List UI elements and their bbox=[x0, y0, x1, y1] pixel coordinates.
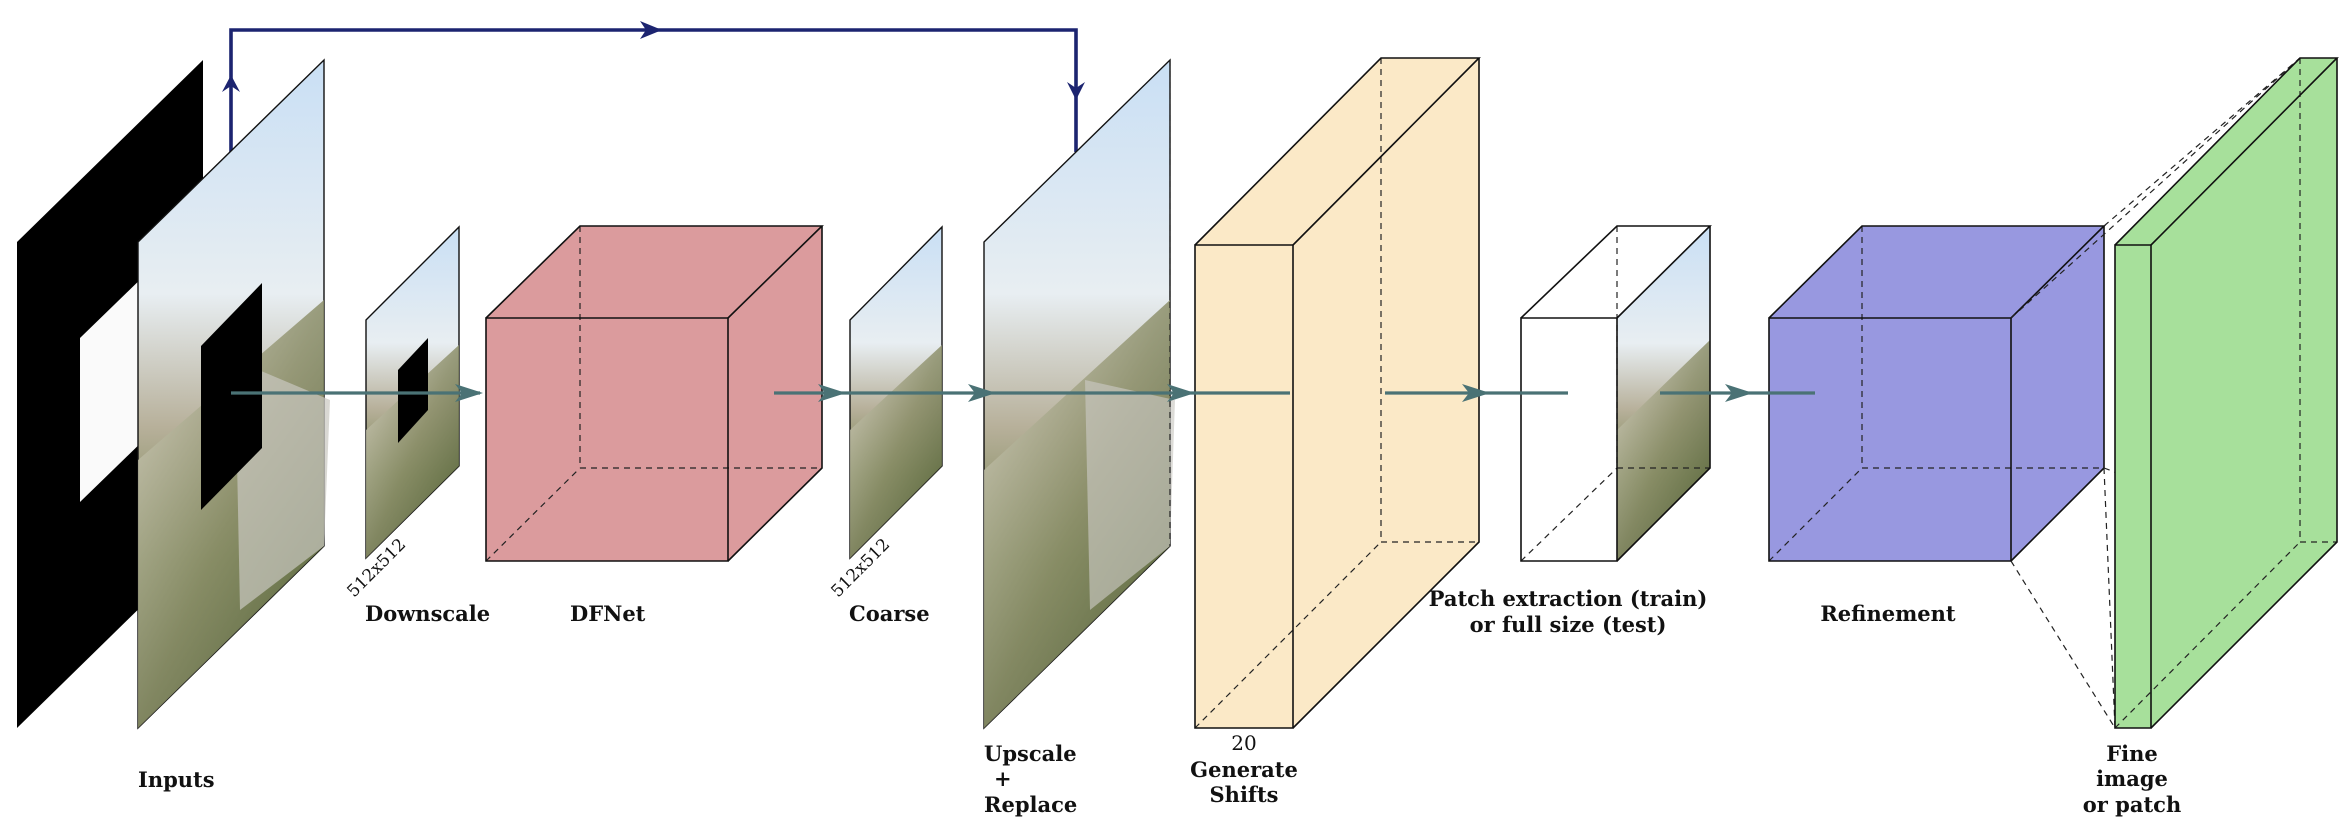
mask-hole bbox=[80, 270, 150, 502]
flow-arrowhead bbox=[1167, 384, 1195, 402]
skip-right-arrowhead bbox=[640, 21, 662, 39]
label-upscale-line1: Upscale bbox=[984, 741, 1077, 766]
label-patch-line2: or full size (test) bbox=[1470, 612, 1667, 637]
shifts-block bbox=[1194, 57, 1481, 729]
skip-up-arrowhead bbox=[222, 75, 240, 92]
skip-down-arrowhead bbox=[1067, 82, 1085, 100]
flow-arrowhead bbox=[455, 384, 483, 402]
label-patch-line1: Patch extraction (train) bbox=[1429, 586, 1708, 611]
label-shifts-count: 20 bbox=[1231, 731, 1256, 755]
label-generate-line1: Generate bbox=[1190, 757, 1298, 782]
label-fine-line1: Fine bbox=[2106, 741, 2158, 766]
label-upscale-line2: + bbox=[994, 766, 1012, 791]
dfnet-block bbox=[485, 225, 824, 562]
label-downscale: Downscale bbox=[365, 601, 490, 626]
flow-arrowhead bbox=[968, 384, 996, 402]
refinement-block bbox=[1768, 225, 2106, 562]
flow-arrowhead bbox=[1462, 384, 1490, 402]
flow-arrows bbox=[231, 384, 1815, 402]
label-dfnet: DFNet bbox=[570, 601, 646, 626]
label-fine-line2: image bbox=[2096, 766, 2168, 791]
label-fine-line3: or patch bbox=[2083, 792, 2181, 817]
skip-connection bbox=[222, 21, 1085, 152]
fine-block bbox=[2114, 57, 2339, 729]
flow-arrowhead bbox=[1725, 384, 1753, 402]
flow-arrowhead bbox=[818, 384, 846, 402]
label-coarse: Coarse bbox=[849, 601, 930, 626]
label-upscale-line3: Replace bbox=[984, 792, 1077, 817]
label-generate-line2: Shifts bbox=[1210, 782, 1279, 807]
label-refinement: Refinement bbox=[1820, 601, 1956, 626]
label-inputs: Inputs bbox=[138, 767, 215, 792]
masked-region bbox=[201, 283, 262, 510]
